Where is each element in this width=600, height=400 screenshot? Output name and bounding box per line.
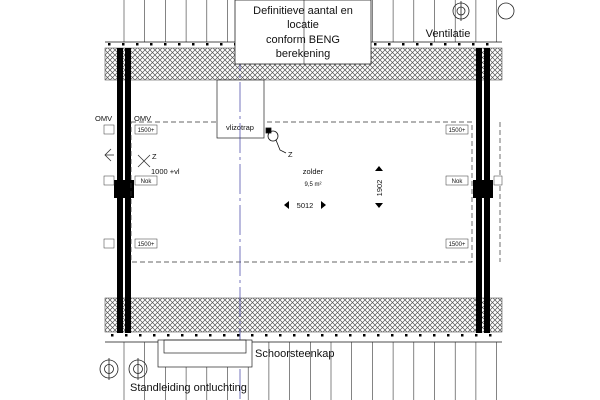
z-marker-label: Z (288, 150, 293, 159)
height-tag: 1500+ (445, 124, 469, 135)
fastener-dot (430, 43, 433, 46)
dimension-horizontal: 5012 (284, 201, 326, 210)
fastener-dot (111, 334, 114, 337)
svg-text:1902: 1902 (375, 180, 384, 197)
fastener-dot (206, 43, 209, 46)
height-tag: 1500+ (134, 124, 158, 135)
fastener-dot (377, 334, 380, 337)
fastener-dot (122, 43, 125, 46)
arrow-left-icon (104, 148, 114, 162)
z-left-label: Z (152, 152, 157, 161)
fastener-dot (251, 334, 254, 337)
insulation-bottom (104, 297, 503, 333)
fastener-dot (447, 334, 450, 337)
note-line: berekening (276, 48, 330, 60)
svg-text:Nok: Nok (452, 179, 464, 185)
vent-pipe-icon (99, 358, 148, 380)
fastener-dot (209, 334, 212, 337)
room-name: zolder (303, 167, 324, 176)
omv-label: OMV (134, 114, 151, 123)
fastener-dot (444, 43, 447, 46)
height-tag: 1500+ (134, 238, 158, 249)
fastener-dot (405, 334, 408, 337)
fastener-dot (458, 43, 461, 46)
fastener-dot (321, 334, 324, 337)
vlizotrap-hatch[interactable] (216, 79, 265, 139)
svg-text:1500+: 1500+ (138, 242, 155, 248)
fastener-dot (489, 334, 492, 337)
fastener-dot (349, 334, 352, 337)
svg-text:1500+: 1500+ (449, 242, 466, 248)
dimension-vertical: 1902 (375, 166, 384, 208)
fastener-dot (388, 43, 391, 46)
fastener-dot (164, 43, 167, 46)
height-tag: 1500+ (445, 238, 469, 249)
roof-dots-bottom (111, 334, 492, 337)
fastener-dot (486, 43, 489, 46)
fastener-dot (220, 43, 223, 46)
svg-text:1500+: 1500+ (449, 128, 466, 134)
note-line: conform BENG (266, 34, 340, 46)
fastener-dot (461, 334, 464, 337)
fastener-dot (374, 43, 377, 46)
nok-tag: Nok (445, 175, 469, 186)
svg-text:Nok: Nok (141, 179, 153, 185)
fastener-dot (419, 334, 422, 337)
fastener-dot (178, 43, 181, 46)
smoke-detector-icon (265, 127, 287, 154)
schoorsteenkap-label: Schoorsteenkap (255, 348, 335, 360)
fastener-dot (335, 334, 338, 337)
fastener-dot (181, 334, 184, 337)
fastener-dot (402, 43, 405, 46)
fastener-dot (472, 43, 475, 46)
nok-tag (493, 175, 503, 186)
fastener-dot (363, 334, 366, 337)
fastener-dot (125, 334, 128, 337)
wall-left (114, 48, 134, 333)
height-note: 1000 +vl (151, 167, 180, 176)
fastener-dot (237, 334, 240, 337)
fastener-dot (192, 43, 195, 46)
omv-label: OMV (95, 114, 112, 123)
fastener-dot (195, 334, 198, 337)
fastener-dot (265, 334, 268, 337)
note-line: Definitieve aantal en (253, 5, 353, 17)
room-area: 9,5 m² (304, 182, 321, 188)
note-line: locatie (287, 19, 319, 31)
nok-tag (103, 175, 115, 186)
ventilatie-label: Ventilatie (426, 28, 471, 40)
height-tag (103, 124, 115, 135)
fastener-dot (150, 43, 153, 46)
fastener-dot (391, 334, 394, 337)
cross-marker-icon (137, 154, 151, 168)
fastener-dot (153, 334, 156, 337)
fastener-dot (293, 334, 296, 337)
fastener-dot (167, 334, 170, 337)
svg-text:5012: 5012 (297, 201, 314, 210)
note-box: Definitieve aantal en locatie conform BE… (234, 0, 372, 65)
wall-right (473, 48, 493, 333)
chimney-cap (157, 339, 253, 368)
fastener-dot (108, 43, 111, 46)
fastener-dot (139, 334, 142, 337)
fastener-dot (307, 334, 310, 337)
fastener-dot (279, 334, 282, 337)
standleiding-label: Standleiding ontluchting (130, 382, 247, 394)
headroom-outline (130, 121, 473, 263)
ventilation-icon (452, 1, 515, 21)
fastener-dot (136, 43, 139, 46)
roof-battens-top (123, 0, 497, 42)
height-tag (103, 238, 115, 249)
roof-dots-top (108, 43, 489, 46)
fastener-dot (416, 43, 419, 46)
fastener-dot (223, 334, 226, 337)
fastener-dot (433, 334, 436, 337)
svg-text:1500+: 1500+ (138, 128, 155, 134)
nok-tag: Nok (134, 175, 158, 186)
fastener-dot (475, 334, 478, 337)
